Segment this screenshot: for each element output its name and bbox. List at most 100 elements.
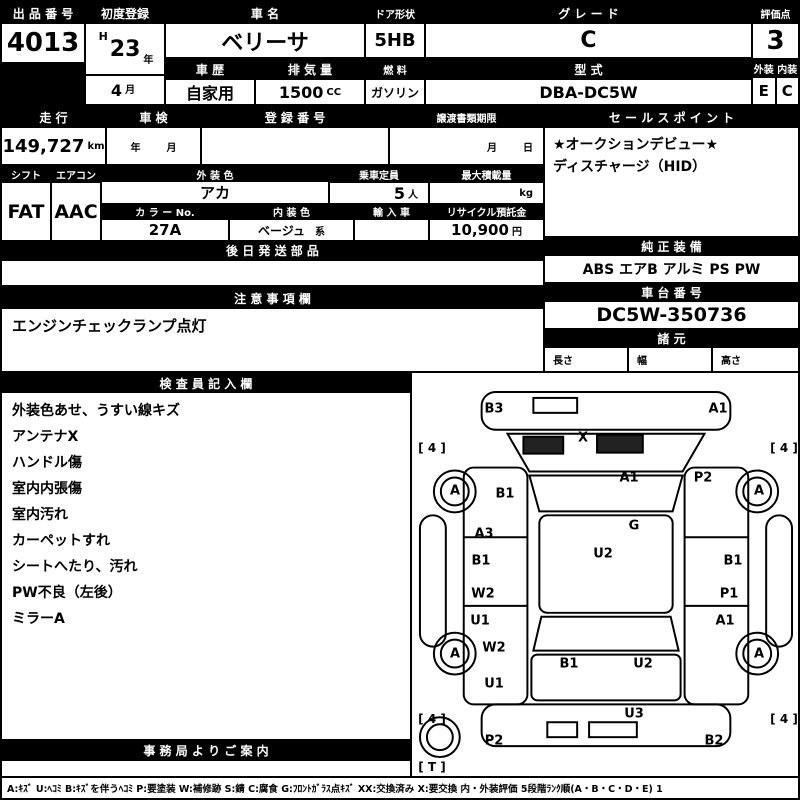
spec-width: 幅 bbox=[629, 348, 713, 372]
caution-label: 注 意 事 項 欄 bbox=[2, 287, 543, 309]
inspector-note-line: 外装色あせ、うすい線キズ bbox=[12, 403, 180, 420]
rear-right-wheel bbox=[735, 631, 780, 676]
first-registration-year: H 23 年 bbox=[86, 24, 164, 76]
spare-tire bbox=[418, 716, 461, 759]
rear-right-wheel-inner bbox=[742, 638, 773, 669]
model-code-block: 型 式 DBA-DC5W bbox=[426, 59, 751, 104]
inspector-note-line: シートへたり、汚れ bbox=[12, 559, 138, 576]
inspector-note-line: 室内汚れ bbox=[12, 507, 68, 524]
aircon-value: AAC bbox=[52, 183, 100, 240]
transfer-deadline-value: 月 日 bbox=[390, 128, 543, 164]
exterior-score: E bbox=[753, 78, 777, 104]
color-no-value: 27A bbox=[102, 220, 228, 240]
exterior-color-block: 外 装 色 アカ bbox=[102, 166, 330, 203]
transfer-month-unit: 月 bbox=[487, 142, 497, 154]
middle-right: セ ー ル ス ポ イ ン ト ★オークションデビュー★ディスチャージ（HID）… bbox=[545, 106, 798, 372]
first-registration-label: 初度登録 bbox=[86, 2, 164, 24]
damage-code-label: B1 bbox=[559, 656, 579, 672]
fuel-label: 燃 料 bbox=[366, 59, 424, 80]
left-sill bbox=[418, 514, 447, 648]
fuel-block: 燃 料 ガソリン bbox=[366, 59, 426, 104]
front-left-wheel bbox=[432, 469, 477, 514]
spec-height: 高さ bbox=[713, 348, 798, 372]
recycle-label: リサイクル預託金 bbox=[430, 203, 543, 220]
right-side-panel bbox=[683, 466, 750, 706]
rear-plate-right bbox=[588, 721, 638, 739]
inspector-note-line: ハンドル傷 bbox=[12, 455, 82, 472]
damage-code-label: U2 bbox=[593, 546, 613, 562]
aircon-label: エアコン bbox=[52, 166, 100, 183]
office-label: 事 務 局 よ り ご 案 内 bbox=[2, 739, 410, 762]
score-block: 評価点 3 外装 内装 E C bbox=[753, 2, 798, 104]
interior-score: C bbox=[776, 78, 798, 104]
header-row-2: 車 歴 自家用 排 気 量 1500 CC 燃 料 ガソリン 型 式 DBA bbox=[166, 59, 751, 104]
damage-code-label: U1 bbox=[470, 613, 490, 629]
inspector-label: 検 査 員 記 入 欄 bbox=[2, 373, 410, 394]
max-load-value: kg bbox=[430, 183, 543, 203]
rear-bumper bbox=[480, 703, 732, 748]
damage-code-label: G bbox=[628, 518, 640, 534]
inspector-note-line: PW不良（左後） bbox=[12, 585, 122, 602]
shift-block: シフト FAT bbox=[2, 166, 52, 240]
car-name-block: 車 名 ベリーサ bbox=[166, 2, 366, 57]
black-filler bbox=[2, 62, 84, 104]
car-history-label: 車 歴 bbox=[166, 59, 254, 80]
rear-window bbox=[532, 615, 680, 652]
equipment-row-b: カ ラ ー No. 27A 内 装 色 ベージュ 系 輸 入 車 bbox=[102, 203, 543, 240]
registration-number-value bbox=[202, 128, 388, 164]
middle-band: 走 行 149,727 km 車 検 年 月 登 録 番 号 bbox=[2, 106, 798, 374]
sales-point-line: ディスチャージ（HID） bbox=[553, 159, 707, 175]
capacity-block: 乗車定員 5 人 bbox=[330, 166, 430, 203]
middle-left: 走 行 149,727 km 車 検 年 月 登 録 番 号 bbox=[2, 106, 545, 372]
door-shape-value: 5HB bbox=[366, 24, 424, 57]
genuine-equipment-value: ABS エアB アルミ PS PW bbox=[545, 256, 798, 282]
inspector-note-line: 室内内張傷 bbox=[12, 481, 82, 498]
fuel-value: ガソリン bbox=[366, 80, 424, 104]
damage-code-label: U1 bbox=[484, 676, 504, 692]
right-headlight bbox=[596, 433, 644, 454]
tire-tread-label: [ 4 ] bbox=[770, 712, 798, 727]
rear-plate-left bbox=[546, 721, 579, 739]
score-label: 評価点 bbox=[753, 2, 798, 24]
right-sill bbox=[765, 514, 794, 648]
month-unit: 月 bbox=[125, 85, 136, 96]
inspector-note-line: ミラーA bbox=[12, 611, 65, 628]
ext-int-value-row: E C bbox=[753, 78, 798, 104]
tire-tread-label: [ 4 ] bbox=[770, 441, 798, 456]
transfer-day-unit: 日 bbox=[523, 142, 533, 154]
damage-code-label: P2 bbox=[693, 470, 713, 486]
auction-number-label: 出 品 番 号 bbox=[2, 2, 84, 24]
car-history-value: 自家用 bbox=[166, 80, 254, 104]
shaken-month-unit: 月 bbox=[166, 142, 177, 154]
interior-label: 内装 bbox=[776, 58, 798, 78]
recycle-number: 10,900 bbox=[451, 221, 509, 239]
capacity-label: 乗車定員 bbox=[330, 166, 428, 183]
grade-block: グ レ ー ド C bbox=[426, 2, 751, 57]
import-label: 輸 入 車 bbox=[355, 203, 428, 220]
door-shape-block: ドア形状 5HB bbox=[366, 2, 426, 57]
car-outline-drawing bbox=[418, 391, 794, 759]
ext-int-header-row: 外装 内装 bbox=[753, 58, 798, 78]
windshield bbox=[528, 474, 684, 513]
capacity-unit: 人 bbox=[408, 189, 418, 201]
door-shape-label: ドア形状 bbox=[366, 2, 424, 24]
mileage-block: 走 行 149,727 km bbox=[2, 106, 107, 164]
sales-point-line: ★オークションデビュー★ bbox=[553, 137, 719, 153]
shaken-block: 車 検 年 月 bbox=[107, 106, 202, 164]
transfer-deadline-block: 譲渡書類期限 月 日 bbox=[390, 106, 543, 164]
genuine-equipment-label: 純 正 装 備 bbox=[545, 236, 798, 256]
equipment-grid: シフト FAT エアコン AAC 外 装 色 アカ 乗車定員 bbox=[2, 166, 543, 240]
exterior-label: 外装 bbox=[753, 58, 777, 78]
max-load-block: 最大積載量 kg bbox=[430, 166, 543, 203]
displacement-label: 排 気 量 bbox=[256, 59, 364, 80]
interior-color-name: ベージュ bbox=[258, 223, 305, 238]
damage-code-label: W2 bbox=[471, 586, 495, 602]
header-band: 出 品 番 号 4013 初度登録 H 23 年 4 月 車 名 ベリーサ bbox=[2, 2, 798, 106]
color-no-label: カ ラ ー No. bbox=[102, 203, 228, 220]
wheel-condition-label: A bbox=[753, 483, 765, 499]
mileage-row: 走 行 149,727 km 車 検 年 月 登 録 番 号 bbox=[2, 106, 543, 166]
left-side-panel bbox=[462, 466, 529, 706]
